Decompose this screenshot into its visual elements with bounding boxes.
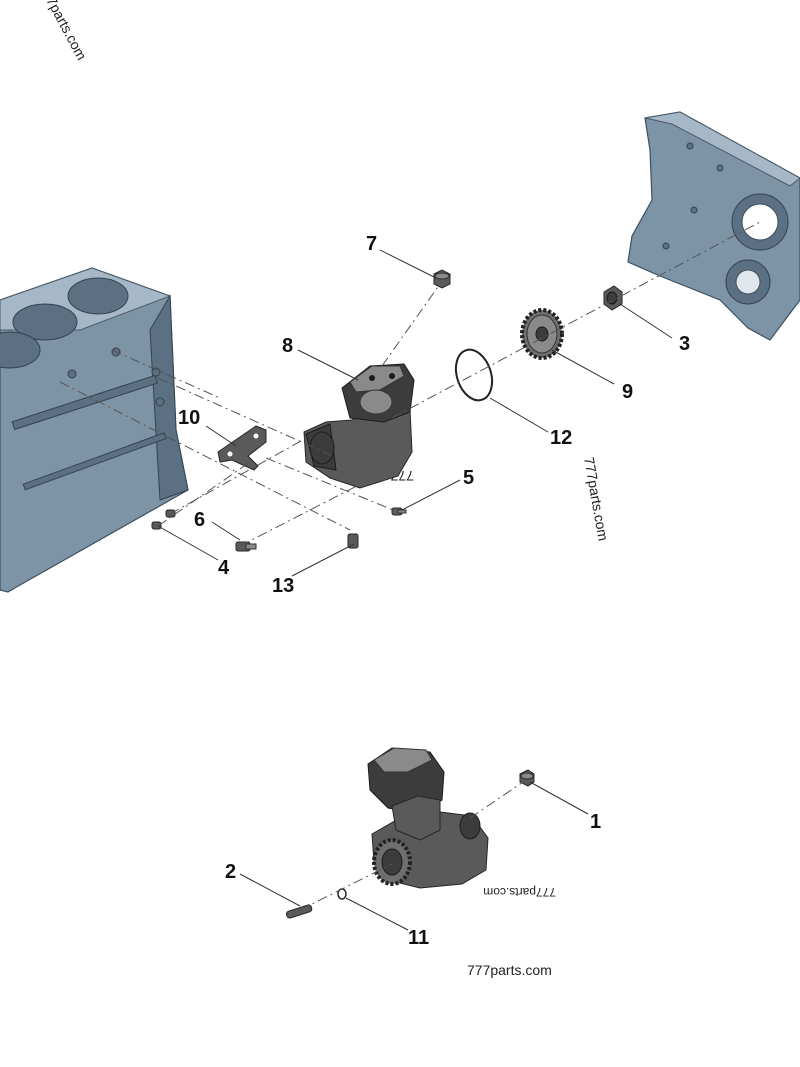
callout-7: 7 [366,233,377,255]
engine-block [0,267,189,593]
leader-lines [157,249,673,931]
pin-2 [285,904,313,919]
compressor-assembly-lower [367,747,489,889]
o-ring-12 [454,348,494,402]
centerlines-lower [299,779,527,911]
nut-7 [433,269,451,289]
watermark-bottom: 777parts.com [467,962,552,978]
callout-1: 1 [590,811,601,833]
callout-12: 12 [550,427,572,449]
centerlines-upper [59,221,761,547]
callout-8: 8 [282,335,293,357]
nut-3 [603,285,623,311]
bolt-4a [151,521,162,530]
callout-10: 10 [178,407,200,429]
gear-9 [520,308,564,360]
bracket-10 [217,425,267,471]
callout-6: 6 [194,509,205,531]
watermark-top-left: 7parts.com [43,0,90,63]
callout-3: 3 [679,333,690,355]
gear-housing [627,111,800,341]
bolt-6 [235,541,257,552]
callout-5: 5 [463,467,474,489]
stud-13 [347,533,359,549]
callout-13: 13 [272,575,294,597]
callout-2: 2 [225,861,236,883]
watermark-lower-assembly: 777parts.com [483,885,556,899]
air-compressor-8 [303,363,415,489]
callout-4: 4 [218,557,230,579]
callout-11: 11 [408,927,429,949]
watermark-right-vertical: 777parts.com [581,456,611,542]
callout-9: 9 [622,381,633,403]
